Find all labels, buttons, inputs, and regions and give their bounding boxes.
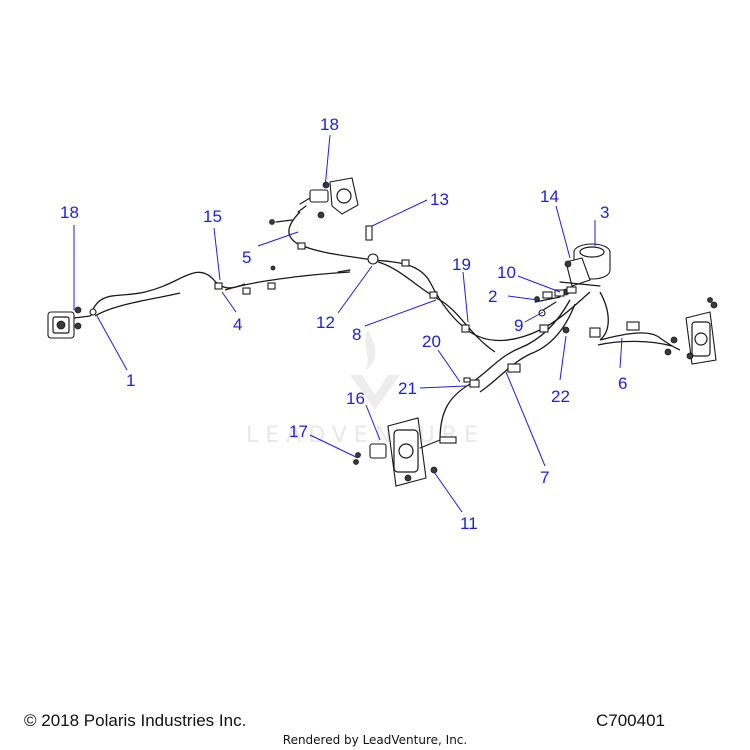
callout-19: 19 bbox=[452, 255, 471, 274]
callout-12: 12 bbox=[316, 313, 335, 332]
callout-15: 15 bbox=[203, 207, 222, 226]
watermark-logo: LEADVENTURE bbox=[246, 330, 485, 448]
callout-14: 14 bbox=[540, 187, 559, 206]
figure-id: C700401 bbox=[596, 711, 666, 730]
brake-lines bbox=[91, 211, 681, 441]
callout-3: 3 bbox=[600, 203, 609, 222]
callouts: 1 2 3 4 5 6 7 8 9 10 11 12 13 14 15 16 1… bbox=[60, 115, 627, 533]
rendered-by-text: Rendered by LeadVenture, Inc. bbox=[282, 733, 468, 747]
leader-lines bbox=[73, 134, 623, 513]
right-front-caliper bbox=[269, 177, 359, 225]
callout-17: 17 bbox=[289, 422, 308, 441]
master-cylinder bbox=[559, 243, 611, 296]
fittings bbox=[534, 286, 577, 334]
callout-2: 2 bbox=[488, 287, 497, 306]
callout-18-top: 18 bbox=[320, 115, 339, 134]
callout-6: 6 bbox=[618, 374, 627, 393]
line-clips bbox=[214, 225, 640, 444]
left-front-caliper bbox=[47, 306, 97, 339]
callout-5: 5 bbox=[242, 248, 251, 267]
callout-7: 7 bbox=[540, 468, 549, 487]
callout-8: 8 bbox=[352, 325, 361, 344]
small-parts bbox=[270, 265, 471, 383]
callout-13: 13 bbox=[430, 190, 449, 209]
callout-4: 4 bbox=[233, 315, 242, 334]
callout-21: 21 bbox=[398, 379, 417, 398]
callout-22: 22 bbox=[551, 387, 570, 406]
callout-11: 11 bbox=[460, 514, 478, 533]
watermark-text: LEADVENTURE bbox=[246, 423, 485, 448]
callout-16: 16 bbox=[346, 389, 365, 408]
callout-20: 20 bbox=[422, 332, 441, 351]
left-rear-caliper bbox=[353, 417, 441, 487]
callout-18-left: 18 bbox=[60, 203, 79, 222]
right-rear-caliper bbox=[664, 297, 718, 365]
callout-1: 1 bbox=[126, 371, 135, 390]
callout-10: 10 bbox=[497, 263, 516, 282]
callout-9: 9 bbox=[514, 316, 523, 335]
copyright-text: © 2018 Polaris Industries Inc. bbox=[24, 711, 247, 730]
